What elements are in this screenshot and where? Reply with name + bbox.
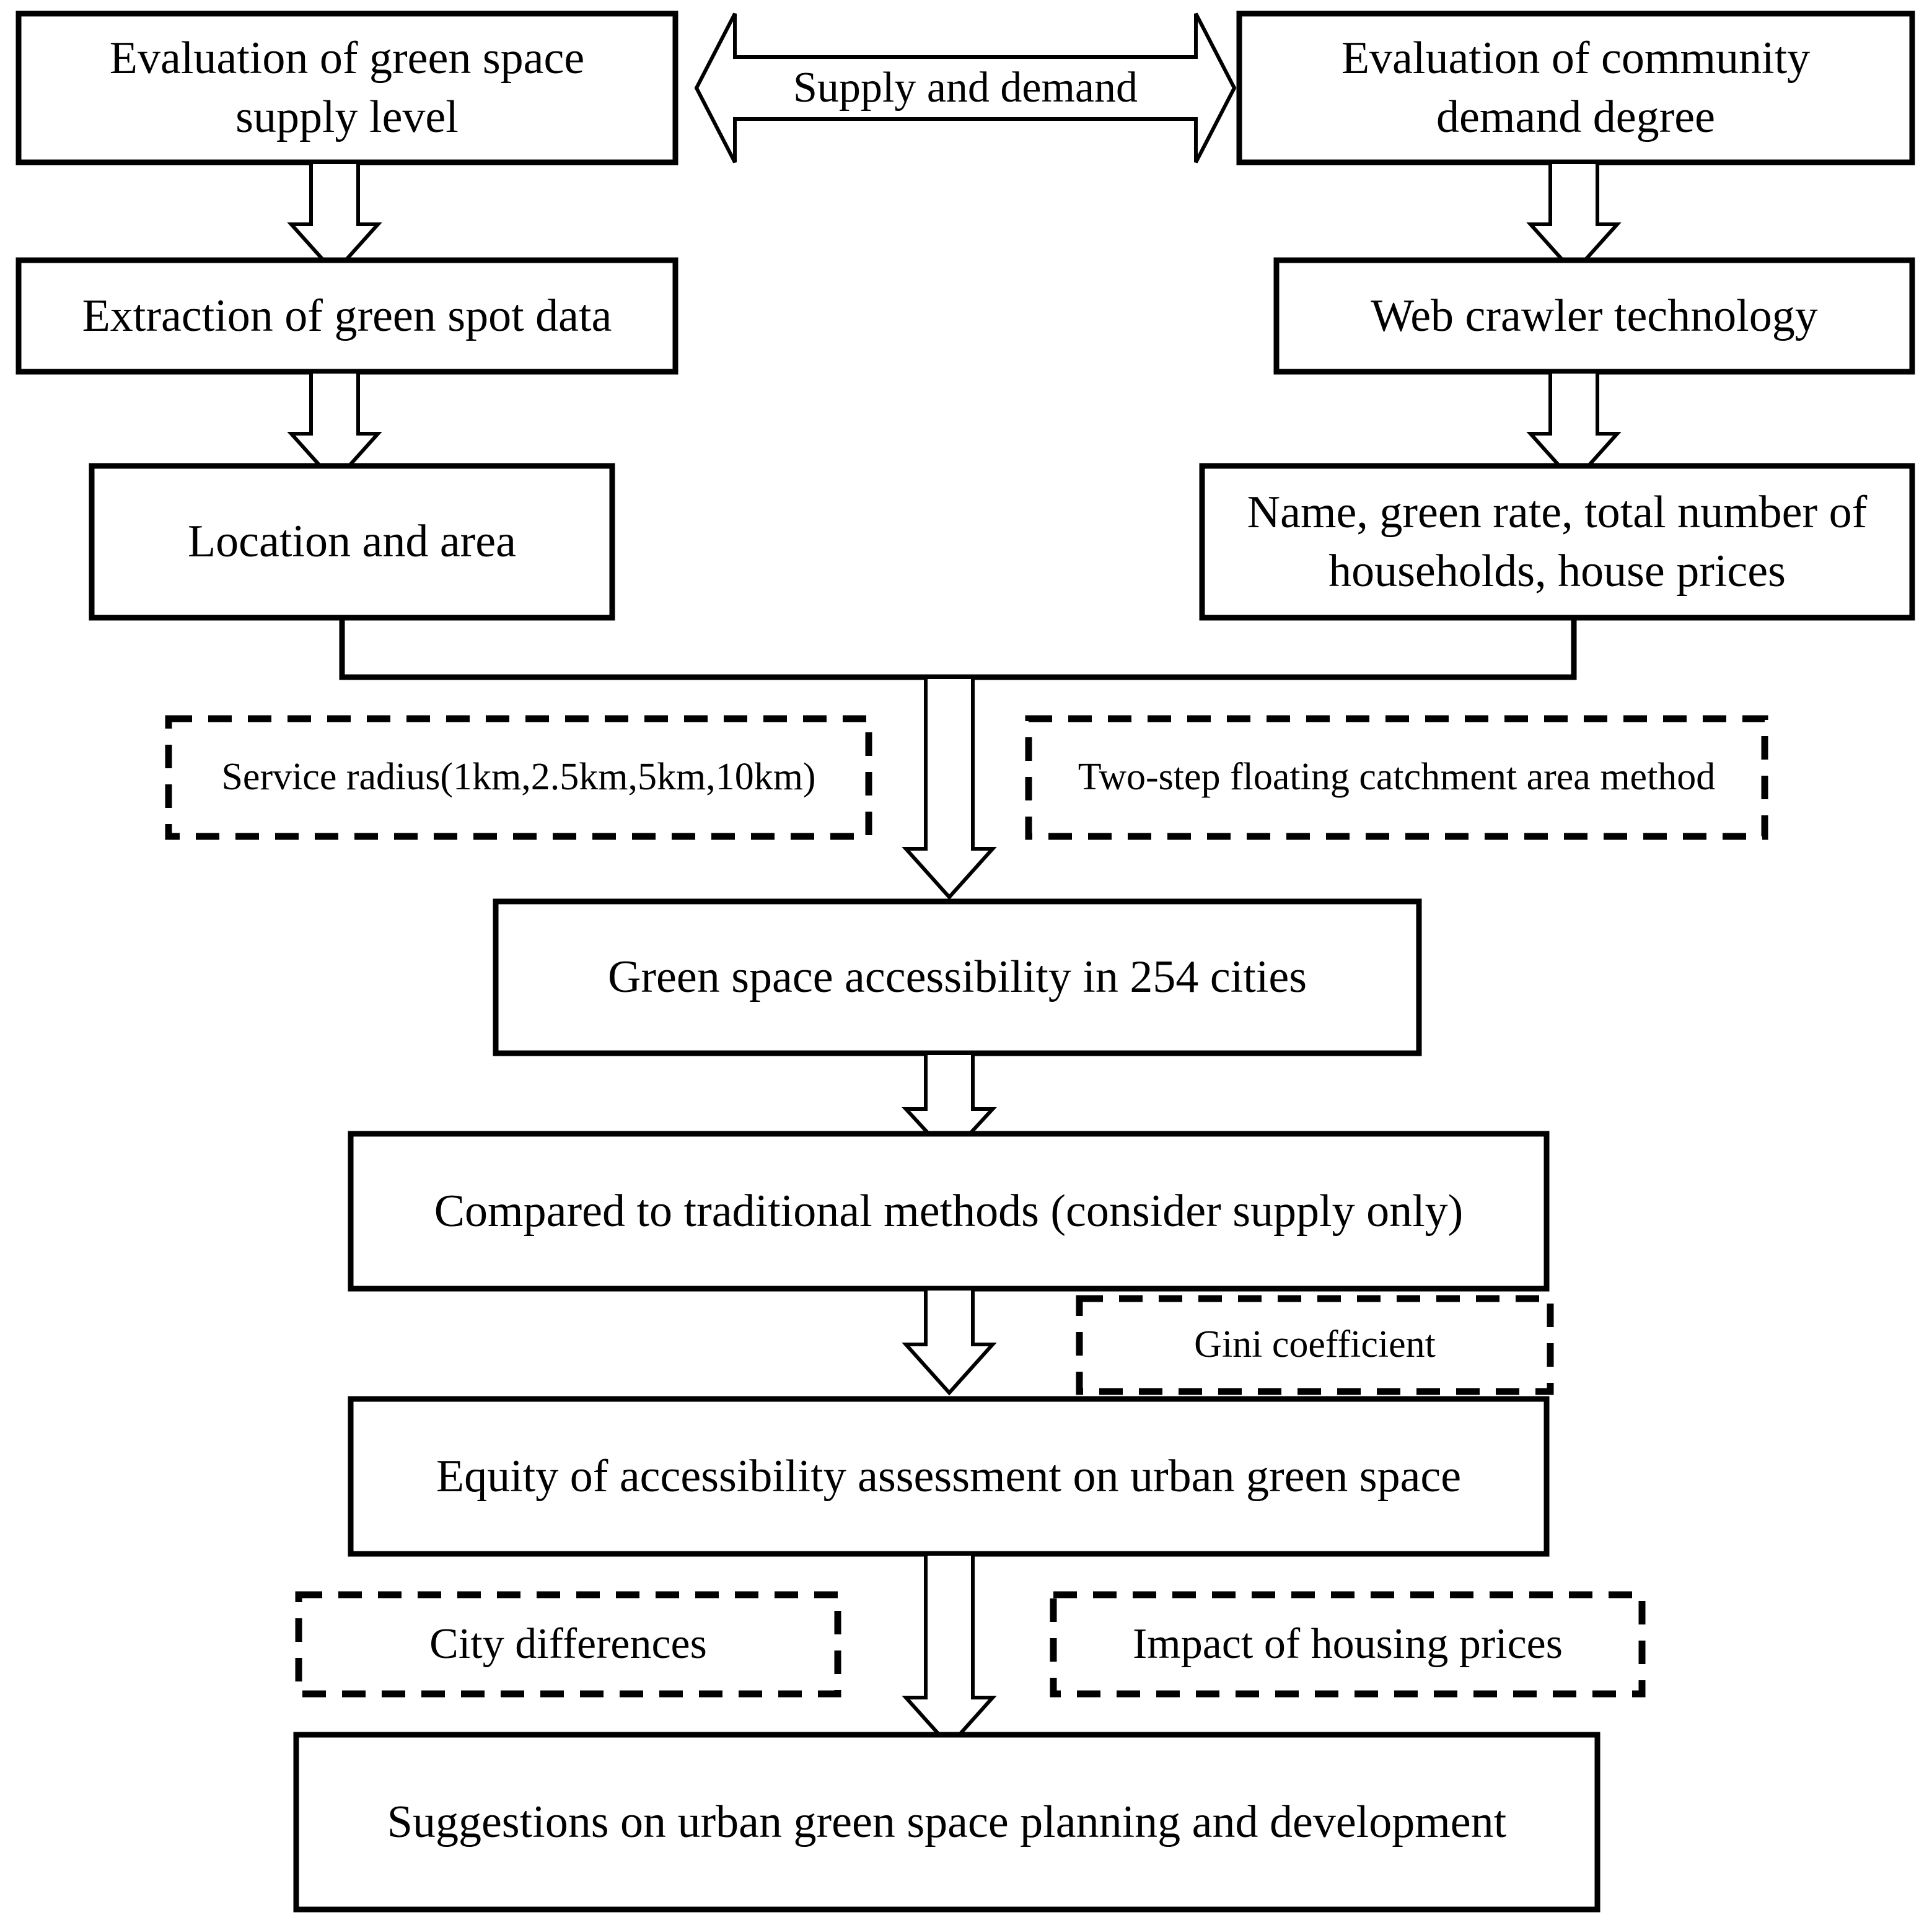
node-accessibility-254-box[interactable] (493, 898, 1422, 1056)
node-location-area-box[interactable] (89, 463, 615, 621)
node-web-crawler-box[interactable] (1273, 257, 1915, 375)
arrow-crawler-to-attributes (1526, 370, 1622, 485)
node-compared-traditional-box[interactable] (348, 1131, 1550, 1292)
arrow-compared-to-equity (902, 1287, 997, 1396)
node-demand-evaluation-box[interactable] (1236, 11, 1915, 165)
arrow-supply-to-extraction (287, 160, 382, 276)
node-green-spot-extraction-box[interactable] (15, 257, 678, 375)
note-gini-coefficient-box[interactable] (1076, 1295, 1554, 1395)
node-suggestions-box[interactable] (293, 1732, 1600, 1913)
node-supply-evaluation-box[interactable] (15, 11, 678, 165)
note-service-radius-box[interactable] (165, 715, 872, 840)
note-two-step-method-box[interactable] (1025, 715, 1768, 840)
merge-connector-to-accessibility (339, 618, 1577, 680)
note-city-differences-box[interactable] (295, 1591, 841, 1698)
arrow-merge-to-accessibility (902, 675, 997, 900)
arrow-extraction-to-location (287, 370, 382, 485)
note-housing-price-box[interactable] (1050, 1591, 1646, 1698)
node-community-attributes-box[interactable] (1199, 463, 1915, 621)
supply-demand-double-arrow (694, 12, 1237, 164)
node-equity-assessment-box[interactable] (348, 1396, 1550, 1557)
arrow-equity-to-suggestions (902, 1552, 997, 1749)
arrow-demand-to-crawler (1526, 160, 1622, 276)
